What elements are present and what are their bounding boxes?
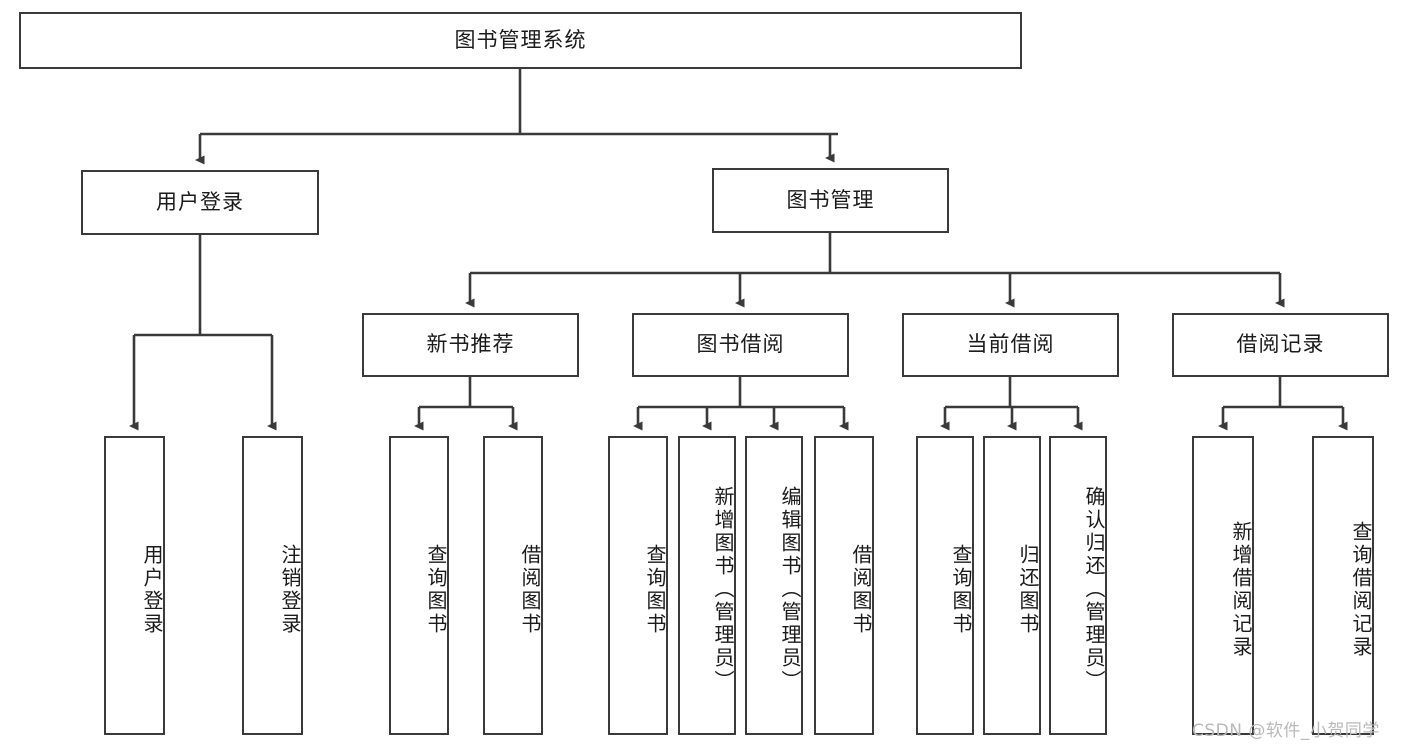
node-borrow-record[interactable]: 借阅记录 bbox=[1172, 313, 1389, 377]
node-leaf-add-book-admin[interactable]: 新增图书（管理员） bbox=[678, 436, 736, 735]
node-leaf-query-book-c[interactable]: 查询图书 bbox=[916, 436, 974, 735]
node-leaf-query-book-a[interactable]: 查询图书 bbox=[389, 436, 449, 735]
node-leaf-add-borrow-record[interactable]: 新增借阅记录 bbox=[1192, 436, 1254, 735]
node-leaf-borrow-book-b[interactable]: 借阅图书 bbox=[814, 436, 874, 735]
node-leaf-query-book-b[interactable]: 查询图书 bbox=[608, 436, 668, 735]
node-leaf-edit-book-admin[interactable]: 编辑图书（管理员） bbox=[745, 436, 803, 735]
node-book-borrow[interactable]: 图书借阅 bbox=[632, 313, 849, 377]
node-user-login[interactable]: 用户登录 bbox=[81, 170, 319, 235]
node-leaf-query-borrow-record[interactable]: 查询借阅记录 bbox=[1312, 436, 1374, 735]
node-leaf-return-book[interactable]: 归还图书 bbox=[983, 436, 1041, 735]
node-leaf-borrow-book-a[interactable]: 借阅图书 bbox=[483, 436, 543, 735]
node-root[interactable]: 图书管理系统 bbox=[19, 12, 1022, 69]
node-leaf-user-login[interactable]: 用户登录 bbox=[104, 436, 165, 735]
node-leaf-logout[interactable]: 注销登录 bbox=[242, 436, 303, 735]
node-new-book-recommend[interactable]: 新书推荐 bbox=[362, 313, 579, 377]
node-leaf-confirm-return-admin[interactable]: 确认归还（管理员） bbox=[1049, 436, 1107, 735]
node-book-management[interactable]: 图书管理 bbox=[712, 168, 949, 233]
watermark-text: CSDN @软件_小贺同学 bbox=[1192, 721, 1380, 741]
node-current-borrow[interactable]: 当前借阅 bbox=[902, 313, 1119, 377]
